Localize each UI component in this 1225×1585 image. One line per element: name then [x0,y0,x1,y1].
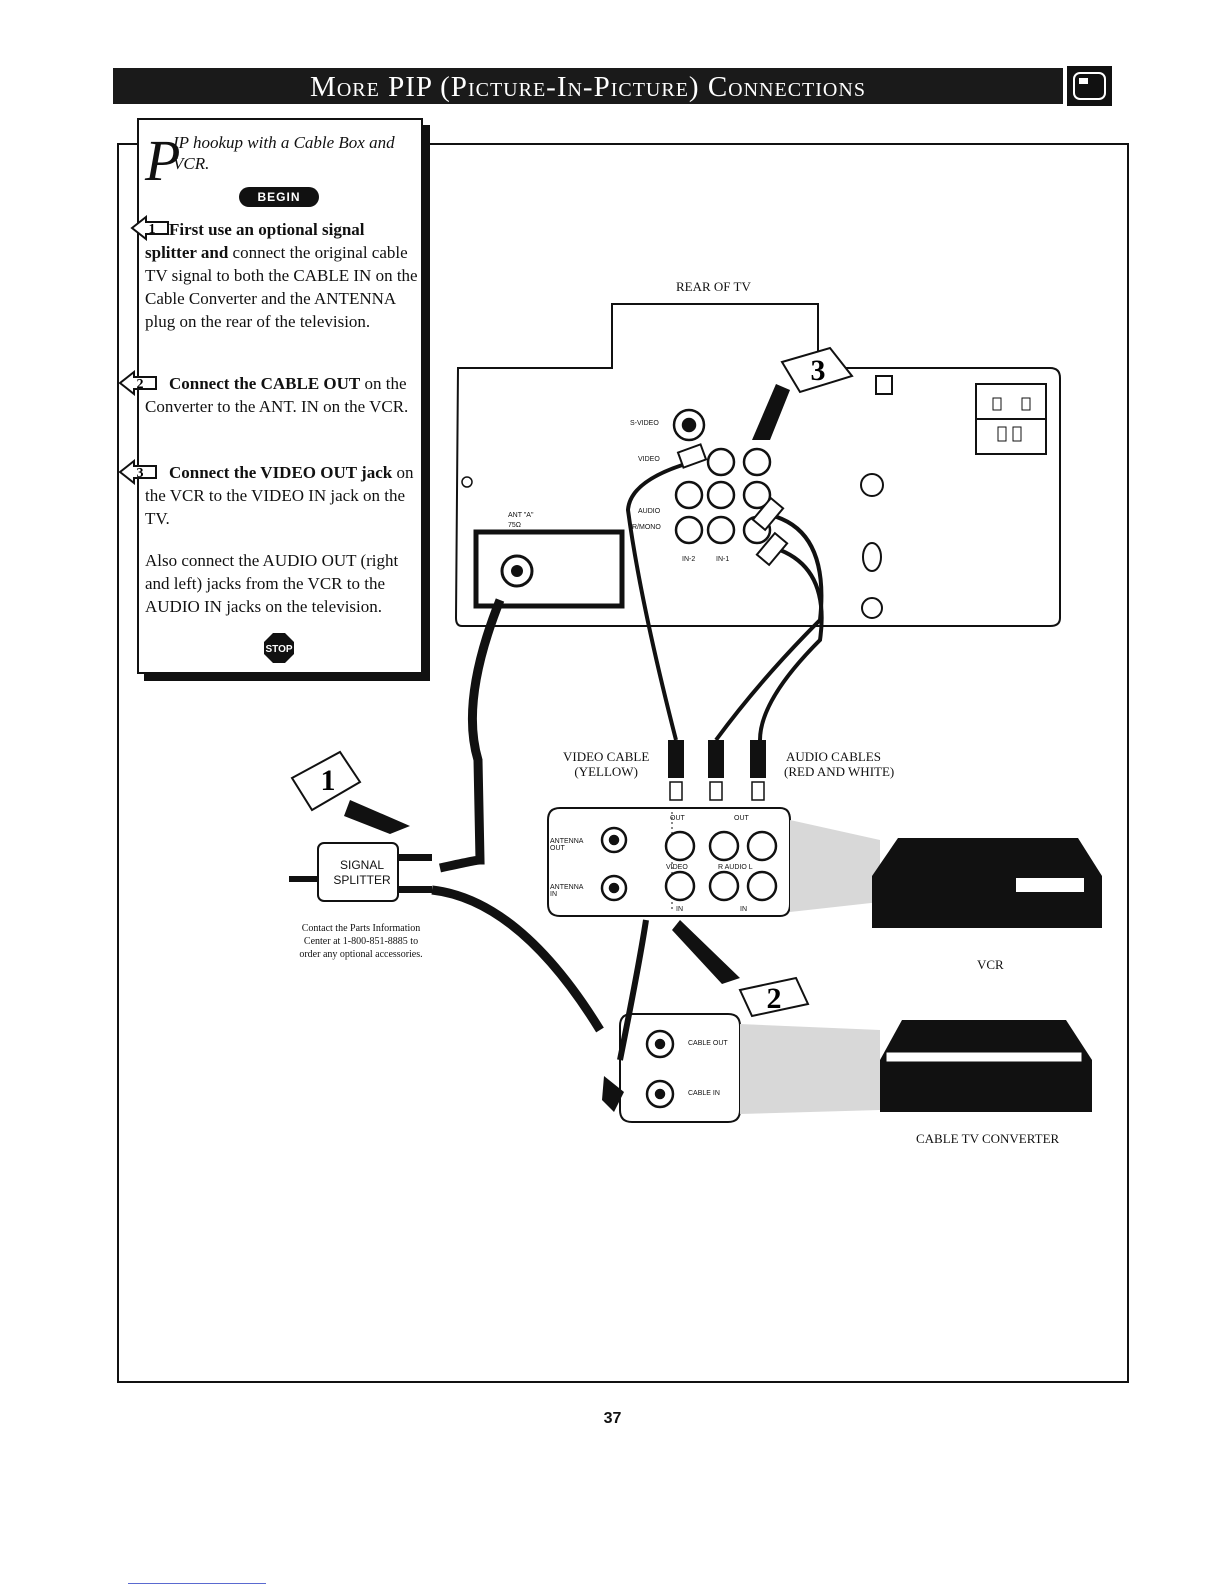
page-number: 37 [603,1410,622,1427]
converter-light-beam [740,1024,880,1114]
vcr-out-label-1: OUT [670,815,685,822]
step-2-bold: Connect the CABLE OUT [169,374,361,393]
audio-label: AUDIO [638,508,661,515]
title-bar [113,68,1063,104]
audio-cables-color: (RED AND WHITE) [784,764,895,779]
tv-panel-hole-2 [862,542,882,572]
stop-sign-icon: STOP [264,633,294,663]
vcr-antenna-out-label: ANTENNA OUT [550,838,584,852]
vcr-unit [872,838,1102,928]
stop-label: STOP [265,644,292,655]
vcr-out-label-2: OUT [734,815,749,822]
intro-text: IP hookup with a Cable Box and VCR. [173,132,413,174]
vcr-antenna-in-label: ANTENNA IN [550,884,584,898]
step-3-number: 3 [137,466,144,481]
tv-panel-hole-3 [861,597,883,619]
vcr-jacks [600,826,778,902]
step-3-text: Connect the VIDEO OUT jack on the VCR to… [145,461,420,530]
step-marker-3-icon: 3 [752,346,854,440]
vcr-light-beam [790,820,880,912]
step-3-body: on the VCR to the VIDEO IN jack on the T… [145,463,414,528]
diagram-frame [117,143,1129,1383]
vcr-audio-label: R AUDIO L [718,864,753,871]
tv-av-jacks [672,408,772,545]
video-cable [625,460,693,741]
vcr-in-label-1: IN [676,906,683,913]
video-cable-color: (YELLOW) [574,764,638,779]
ant-label: ANT "A" [508,512,534,519]
vcr-video-label: VIDEO [666,864,688,871]
converter-panel [619,1013,741,1123]
in2-label: IN-2 [682,556,696,563]
step-1-arrow-icon: 1 [130,215,169,241]
bottom-rule [128,1583,266,1584]
signal-splitter [317,842,399,902]
step-marker-2-icon: 2 [672,920,810,1018]
step-marker-3-number: 3 [811,354,826,387]
step-2-text: Connect the CABLE OUT on the Converter t… [145,372,420,418]
ohm-label: 75Ω [508,522,522,529]
intro-text-body: IP hookup with a Cable Box and VCR. [173,133,395,173]
rmono-label: R/MONO [632,524,661,531]
vcr-in-label-2: IN [740,906,747,913]
step-3-arrow-icon: 3 [118,459,157,485]
svideo-label: S-VIDEO [630,420,659,427]
splitter-to-converter-cable [431,885,604,1033]
audio-cables-name: AUDIO CABLES [786,749,881,764]
tv-screen-outline [1073,72,1106,100]
audio-cable-label: AUDIO CABLES (RED AND WHITE) [784,749,894,779]
antenna-panel [473,529,625,609]
vcr-back-panel [547,807,791,917]
video-label: VIDEO [638,456,660,463]
step-2-arrow-icon: 2 [118,370,157,396]
cable-tv-converter-label: CABLE TV CONVERTER [916,1131,1060,1146]
video-cable-name: VIDEO CABLE [563,749,650,764]
cable-converter-unit [880,1020,1092,1112]
step-1-text: First use an optional signal splitter an… [145,218,420,333]
intro-dropcap: P [145,128,181,193]
step-1-bold: First use an optional signal splitter an… [145,220,365,262]
tv-screen-dot [1079,78,1088,84]
audio-cable-white [758,548,824,741]
step-2-number: 2 [137,377,144,392]
step-marker-1-number: 1 [321,764,336,797]
step-3-bold: Connect the VIDEO OUT jack [169,463,393,482]
cable-in-label: CABLE IN [688,1090,720,1097]
rca-plugs [668,740,766,778]
converter-jacks [645,1029,675,1109]
step-marker-1-icon: 1 [290,750,410,834]
tv-small-square [875,375,893,395]
splitter-note: Contact the Parts Information Center at … [299,923,423,960]
antenna-cable [439,598,505,873]
rear-of-tv-label: REAR OF TV [676,279,751,294]
step-1-body: connect the original cable TV signal to … [145,243,418,331]
also-connect-text: Also connect the AUDIO OUT (right and le… [145,551,399,616]
signal-splitter-label: SIGNAL SPLITTER [333,858,391,887]
step-marker-2-number: 2 [767,982,782,1015]
vcr-label: VCR [977,957,1004,972]
instruction-panel [137,118,423,674]
step-1-number: 1 [149,222,156,237]
page-title: More PIP (Picture-In-Picture) Connection… [310,71,866,103]
begin-badge: BEGIN [239,187,319,207]
in1-label: IN-1 [716,556,730,563]
cable-out-label: CABLE OUT [688,1040,728,1047]
step-2-body: on the Converter to the ANT. IN on the V… [145,374,409,416]
tv-panel-hole-1 [860,473,884,497]
video-cable-label: VIDEO CABLE (YELLOW) [563,749,649,779]
